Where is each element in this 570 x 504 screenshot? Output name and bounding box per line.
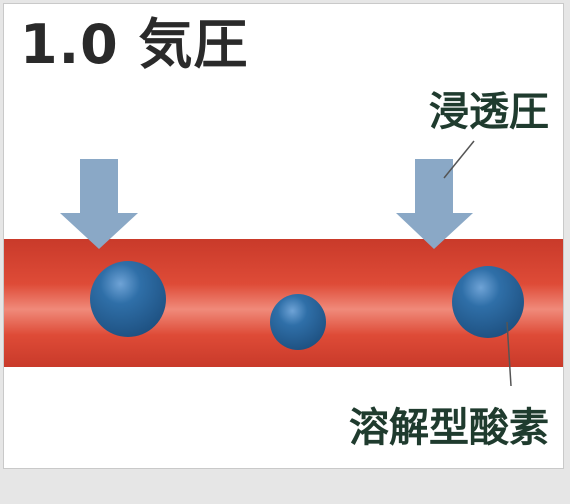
oxygen-bubble-icon (452, 266, 524, 338)
down-arrow-icon (396, 159, 473, 249)
osmotic-pressure-leader (443, 140, 475, 179)
down-arrow-icon (60, 159, 138, 249)
dissolved-oxygen-leader (506, 321, 512, 387)
pressure-title: 1.0 気圧 (20, 13, 249, 76)
diagram-panel: 1.0 気圧 浸透圧 溶解型酸素 (3, 3, 564, 469)
oxygen-bubble-icon (90, 261, 166, 337)
oxygen-bubble-icon (270, 294, 326, 350)
dissolved-oxygen-label: 溶解型酸素 (349, 405, 549, 451)
osmotic-pressure-label: 浸透圧 (429, 89, 549, 135)
vessel-diagram (4, 140, 563, 387)
